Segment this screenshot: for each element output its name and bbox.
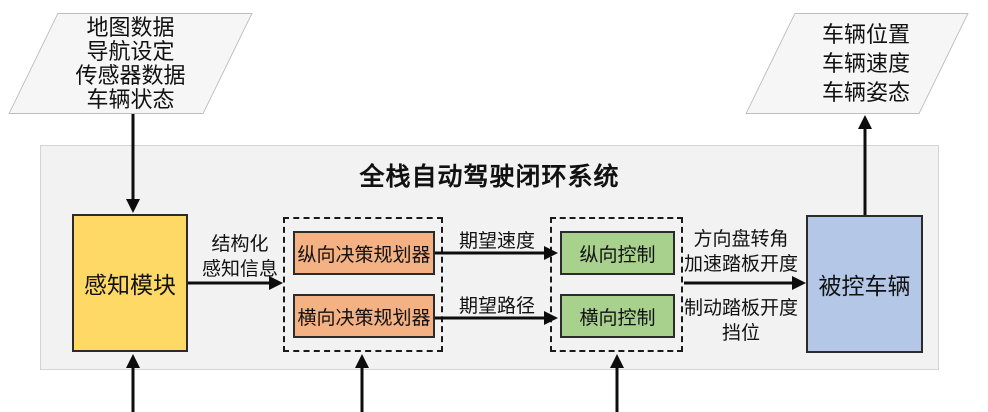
perception-module-label: 感知模块 [84,272,176,298]
arrowhead-down-icon [126,199,140,213]
arrow-control-to-vehicle [684,276,806,290]
arrow-line [131,366,135,412]
output-line: 车辆速度 [821,51,910,76]
input-line: 地图数据 [86,14,175,40]
brake-gear-label: 制动踏板开度 挡位 [680,296,802,346]
arrow-feedback-to-control [610,354,624,412]
steering-accel-label: 方向盘转角 加速踏板开度 [680,227,802,277]
input-line: 车辆状态 [86,86,175,112]
input-line: 导航设定 [86,38,175,64]
control-group-box [550,217,683,352]
system-boundary: 全栈自动驾驶闭环系统 [40,145,939,370]
longitudinal-control-label: 纵向控制 [579,244,656,266]
planner-group-box [283,217,443,352]
arrowhead-up-icon [858,115,872,129]
input-line: 传感器数据 [75,62,186,88]
output-data-text: 车辆位置 车辆速度 车辆姿态 [745,13,969,114]
lateral-control-box: 横向控制 [560,294,675,338]
arrow-vehicle-to-output [858,115,872,215]
arrowhead-right-icon [544,246,558,260]
arrow-line [615,366,619,412]
arrow-desired-path [435,311,558,325]
structured-perception-line2: 感知信息 [201,259,278,280]
system-title: 全栈自动驾驶闭环系统 [359,163,620,191]
arrow-line [435,251,546,255]
brake-pedal-line: 制动踏板开度 [683,298,798,319]
lateral-planner-box: 横向决策规划器 [293,294,435,338]
input-data-text: 地图数据 导航设定 传感器数据 车辆状态 [8,13,253,114]
structured-perception-label: 结构化 感知信息 [192,232,288,282]
lateral-control-label: 横向控制 [579,307,656,329]
output-line: 车辆位置 [821,22,910,47]
arrow-perception-to-planner [188,276,283,290]
desired-path-label: 期望路径 [458,296,535,317]
perception-module-box: 感知模块 [72,214,188,352]
arrow-line [131,114,135,201]
arrowhead-up-icon [610,354,624,368]
structured-perception-line1: 结构化 [211,234,269,255]
output-line: 车辆姿态 [821,80,910,105]
arrowhead-up-icon [355,354,369,368]
arrow-feedback-to-perception [126,354,140,412]
input-data-node: 地图数据 导航设定 传感器数据 车辆状态 [8,13,253,114]
arrow-line [863,127,867,215]
controlled-vehicle-box: 被控车辆 [806,215,923,353]
arrowhead-right-icon [269,276,283,290]
gear-line: 挡位 [721,323,760,344]
arrow-desired-speed [435,246,558,260]
arrow-input-to-perception [126,114,140,213]
arrowhead-right-icon [544,311,558,325]
arrow-line [684,281,794,285]
accel-pedal-line: 加速踏板开度 [683,254,798,275]
steering-angle-line: 方向盘转角 [693,229,789,250]
output-data-node: 车辆位置 车辆速度 车辆姿态 [745,13,969,114]
arrow-line [360,366,364,412]
arrow-line [435,316,546,320]
lateral-planner-label: 横向决策规划器 [297,307,431,329]
arrow-line [188,281,271,285]
desired-speed-label: 期望速度 [458,231,535,252]
arrowhead-right-icon [792,276,806,290]
longitudinal-control-box: 纵向控制 [560,231,675,275]
longitudinal-planner-box: 纵向决策规划器 [293,231,435,275]
arrowhead-up-icon [126,354,140,368]
arrow-feedback-to-planner [355,354,369,412]
controlled-vehicle-label: 被控车辆 [818,273,911,299]
longitudinal-planner-label: 纵向决策规划器 [297,244,431,266]
